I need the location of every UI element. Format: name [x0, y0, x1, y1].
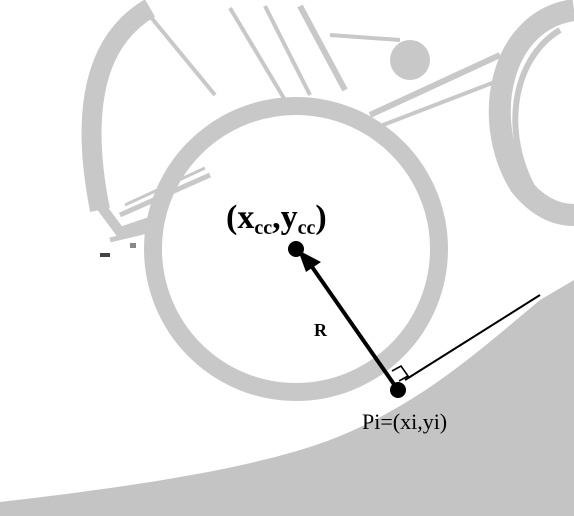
radius-arrowhead: [298, 250, 321, 272]
radius-vector: [308, 262, 400, 392]
frame-detail-marks: [100, 243, 136, 257]
ground-slope: [0, 280, 574, 516]
wheel-circle: [144, 97, 448, 401]
vehicle-frame: [81, 0, 574, 243]
tangent-line: [404, 294, 541, 381]
contact-point-label: Pi=(xi,yi): [362, 409, 447, 434]
contact-point: [390, 382, 406, 398]
right-angle-marker: [391, 364, 410, 382]
radius-label: R: [314, 320, 328, 340]
center-point: [288, 241, 304, 257]
center-label: (xcc,ycc): [226, 199, 327, 239]
